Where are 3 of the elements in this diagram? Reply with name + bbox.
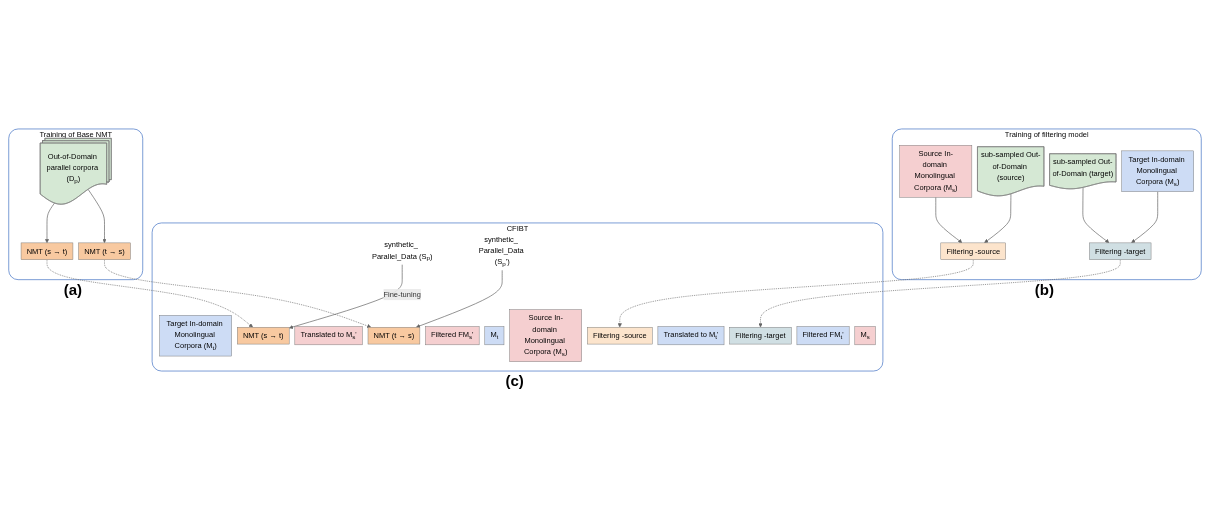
panel-caption: (b) bbox=[1034, 280, 1054, 298]
panel-caption: (a) bbox=[63, 280, 83, 298]
panel-caption: (c) bbox=[505, 372, 524, 390]
